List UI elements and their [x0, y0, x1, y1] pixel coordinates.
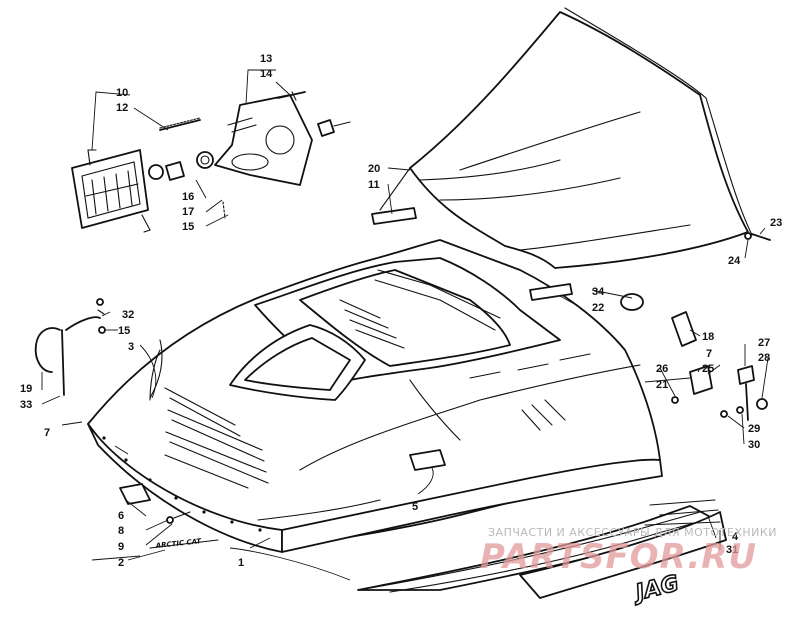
hood-cable — [34, 298, 163, 399]
decals-small — [371, 207, 697, 347]
callout-12: 12 — [116, 102, 128, 114]
callout-29: 29 — [748, 423, 760, 435]
callout-15-left: 15 — [118, 325, 130, 337]
headlight-assembly — [71, 117, 226, 233]
callout-1: 1 — [238, 557, 244, 569]
headlight-bracket — [214, 91, 351, 186]
callout-7-left: 7 — [44, 427, 50, 439]
callout-3: 3 — [128, 341, 134, 353]
hood — [87, 239, 663, 553]
hood-vents-right — [469, 353, 591, 431]
callout-21: 21 — [656, 379, 668, 391]
watermark-tagline: ЗАПЧАСТИ И АКСЕССУАРЫ ДЛЯ МОТОТЕХНИКИ — [488, 526, 777, 539]
skirt-rivets — [102, 436, 262, 532]
callout-34: 34 — [592, 286, 605, 298]
callout-6: 6 — [118, 510, 124, 522]
callout-4: 4 — [732, 531, 739, 543]
callout-30: 30 — [748, 439, 760, 451]
callout-33: 33 — [20, 399, 32, 411]
hinge-hardware — [671, 232, 771, 421]
callout-32: 32 — [122, 309, 134, 321]
front-hardware: ARCTIC CAT — [119, 483, 219, 550]
callout-16: 16 — [182, 191, 194, 203]
callout-8: 8 — [118, 525, 124, 537]
callout-31: 31 — [726, 544, 738, 556]
callout-10: 10 — [116, 87, 128, 99]
small-decal-text: ARCTIC CAT — [154, 537, 202, 550]
callout-28: 28 — [758, 352, 770, 364]
windshield — [379, 7, 753, 269]
leader-lines — [41, 69, 769, 581]
callout-26: 26 — [656, 363, 668, 375]
callout-7-right: 7 — [706, 348, 712, 360]
callout-15-top: 15 — [182, 221, 194, 233]
callout-9: 9 — [118, 541, 124, 553]
callout-24: 24 — [728, 255, 741, 267]
callout-18: 18 — [702, 331, 714, 343]
callout-23: 23 — [770, 217, 782, 229]
watermark: ЗАПЧАСТИ И АКСЕССУАРЫ ДЛЯ МОТОТЕХНИКИ PA… — [480, 526, 777, 577]
callout-13: 13 — [260, 53, 272, 65]
callout-2: 2 — [118, 557, 124, 569]
callout-11: 11 — [368, 179, 380, 191]
callout-19: 19 — [20, 383, 32, 395]
callout-14: 14 — [260, 68, 273, 80]
callout-20: 20 — [368, 163, 380, 175]
callout-5: 5 — [412, 501, 418, 513]
watermark-logo: PARTSFOR.RU — [480, 537, 757, 577]
callout-labels: 1 2 3 5 6 7 7 8 9 10 12 13 14 15 15 16 1… — [20, 53, 782, 569]
hood-louvers-left — [164, 387, 269, 489]
callout-27: 27 — [758, 337, 770, 349]
callout-22: 22 — [592, 302, 604, 314]
callout-17: 17 — [182, 206, 194, 218]
callout-25: 25 — [702, 363, 714, 375]
